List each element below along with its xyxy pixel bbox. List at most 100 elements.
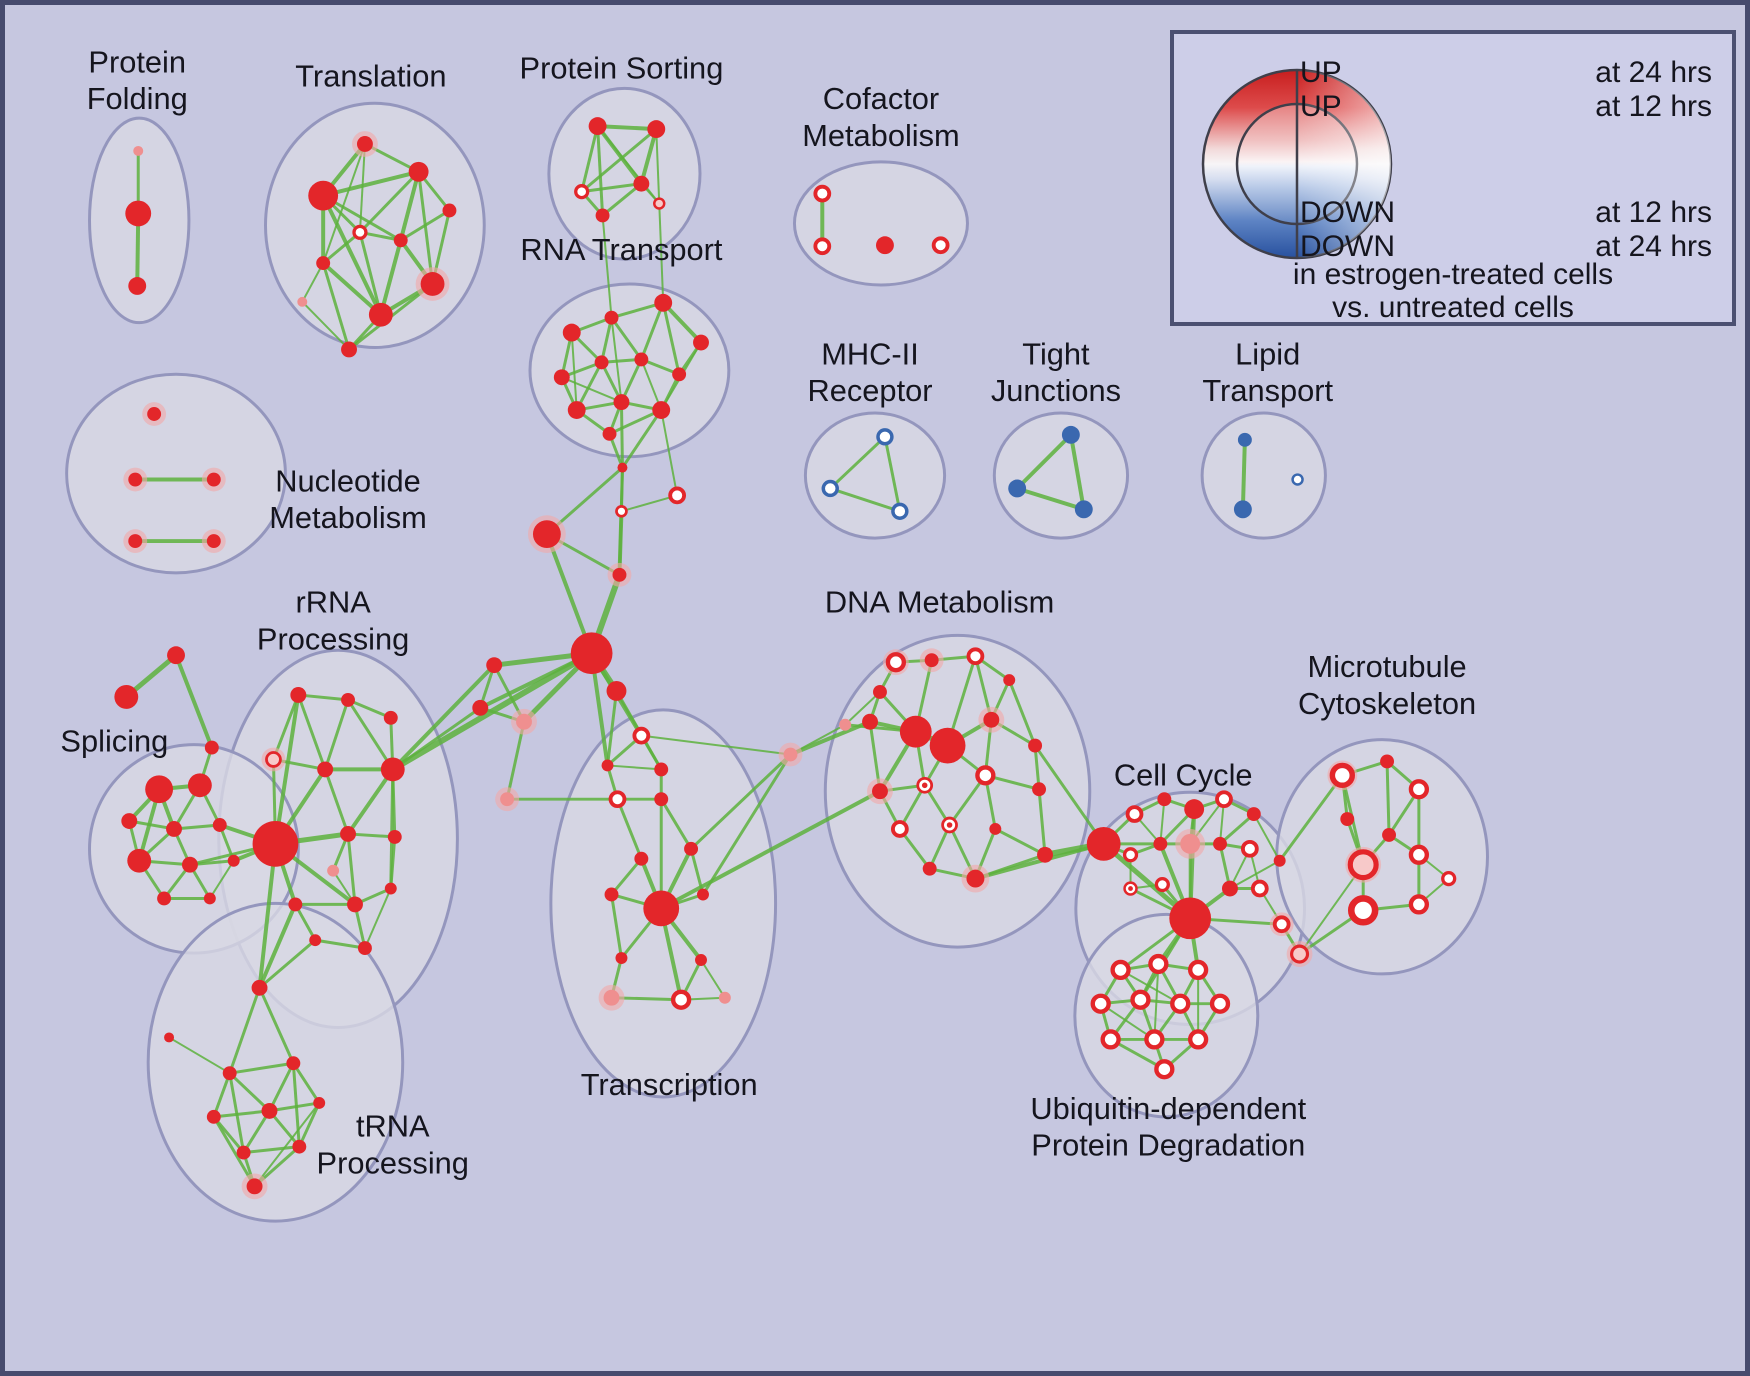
network-edge <box>596 126 605 216</box>
gene-node <box>352 224 368 240</box>
gene-node <box>121 813 138 829</box>
gene-node <box>604 887 619 902</box>
gene-node <box>603 989 620 1006</box>
network-edge <box>212 1116 256 1188</box>
gene-node <box>875 236 894 255</box>
gene-node <box>341 341 357 358</box>
gene-node <box>562 323 581 342</box>
network-edge <box>174 654 214 749</box>
network-edge <box>561 376 622 404</box>
gene-node <box>297 296 308 307</box>
gene-node <box>133 145 144 156</box>
gene-node <box>114 685 139 709</box>
cluster-label-microtubule-cytoskeleton: Microtubule <box>1307 649 1466 684</box>
cluster-label-transcription: Transcription <box>581 1067 758 1102</box>
cluster-label-trna-processing: Processing <box>317 1145 469 1180</box>
network-edge <box>258 939 317 989</box>
gene-node <box>873 685 887 699</box>
network-edge <box>601 182 643 217</box>
gene-node <box>615 504 628 518</box>
gene-node <box>1074 500 1093 519</box>
gene-node <box>1169 897 1212 940</box>
gene-node <box>1222 880 1238 897</box>
gene-node <box>695 954 707 966</box>
network-edge <box>391 706 482 771</box>
gene-node <box>147 407 162 421</box>
cluster-ellipse-mhc-ii-receptor <box>803 411 947 540</box>
gene-node <box>615 952 628 964</box>
network-edge <box>301 262 325 303</box>
gene-node <box>313 1097 326 1109</box>
network-edge <box>639 128 659 185</box>
network-edge <box>580 127 658 193</box>
network-edge <box>610 316 643 361</box>
gene-node <box>617 462 628 473</box>
legend-down-12-time: at 12 hrs <box>1595 196 1712 229</box>
network-edge <box>601 215 613 318</box>
gene-node <box>632 726 651 745</box>
gene-node <box>643 890 680 927</box>
gene-node <box>290 687 307 703</box>
network-edge <box>606 690 618 766</box>
network-edge <box>321 262 351 350</box>
network-edge <box>358 170 420 234</box>
gene-node <box>1382 827 1397 842</box>
cluster-label-nucleotide-metabolism: Metabolism <box>269 500 427 535</box>
network-edge <box>621 409 663 469</box>
gene-node <box>594 355 609 370</box>
network-edge <box>229 1061 294 1075</box>
gene-node <box>693 334 709 351</box>
gene-node <box>929 727 966 764</box>
network-edge <box>358 143 366 233</box>
legend-dial <box>1201 68 1393 260</box>
gene-node <box>1032 782 1047 797</box>
legend-up-24-label: UP <box>1300 56 1342 89</box>
gene-node <box>1237 432 1252 447</box>
gene-node <box>872 783 888 800</box>
gene-node <box>983 711 1000 728</box>
network-edge <box>292 1062 321 1104</box>
network-edge <box>268 1062 295 1112</box>
gene-node <box>1110 959 1131 981</box>
network-edge <box>257 843 278 989</box>
network-edge <box>639 302 665 360</box>
network-edge <box>168 1036 231 1075</box>
gene-node <box>922 861 937 876</box>
gene-node <box>265 751 282 768</box>
network-edge <box>661 302 681 375</box>
network-edge <box>346 768 395 836</box>
gene-node <box>813 184 832 203</box>
network-edge <box>597 124 657 132</box>
gene-node <box>653 197 666 210</box>
gene-node <box>1148 953 1169 975</box>
gene-node <box>206 1109 221 1124</box>
network-edge <box>829 487 901 513</box>
network-edge <box>314 938 366 950</box>
gene-node <box>570 632 613 675</box>
gene-node <box>206 472 221 487</box>
network-edge <box>701 753 792 896</box>
gene-node <box>1213 836 1227 851</box>
gene-node <box>633 175 650 192</box>
network-edge <box>321 261 383 317</box>
gene-node <box>608 790 627 809</box>
network-edge <box>1385 761 1391 835</box>
gene-node <box>654 293 673 312</box>
gene-node-dot <box>921 782 928 789</box>
network-edge <box>660 789 881 911</box>
gene-node <box>1380 754 1395 769</box>
network-edge <box>398 171 421 241</box>
network-edge <box>322 169 420 198</box>
gene-node <box>1272 915 1291 934</box>
gene-node <box>408 161 429 182</box>
gene-node <box>203 892 216 905</box>
cluster-ellipse-dna-metabolism <box>823 633 1092 949</box>
network-edge <box>1109 1038 1166 1071</box>
cluster-label-tight-junctions: Tight <box>1022 336 1090 371</box>
gene-node <box>288 897 303 912</box>
gene-node <box>292 1139 307 1154</box>
gene-node <box>384 882 397 895</box>
network-edge <box>610 857 643 896</box>
gene-node <box>1209 993 1231 1014</box>
